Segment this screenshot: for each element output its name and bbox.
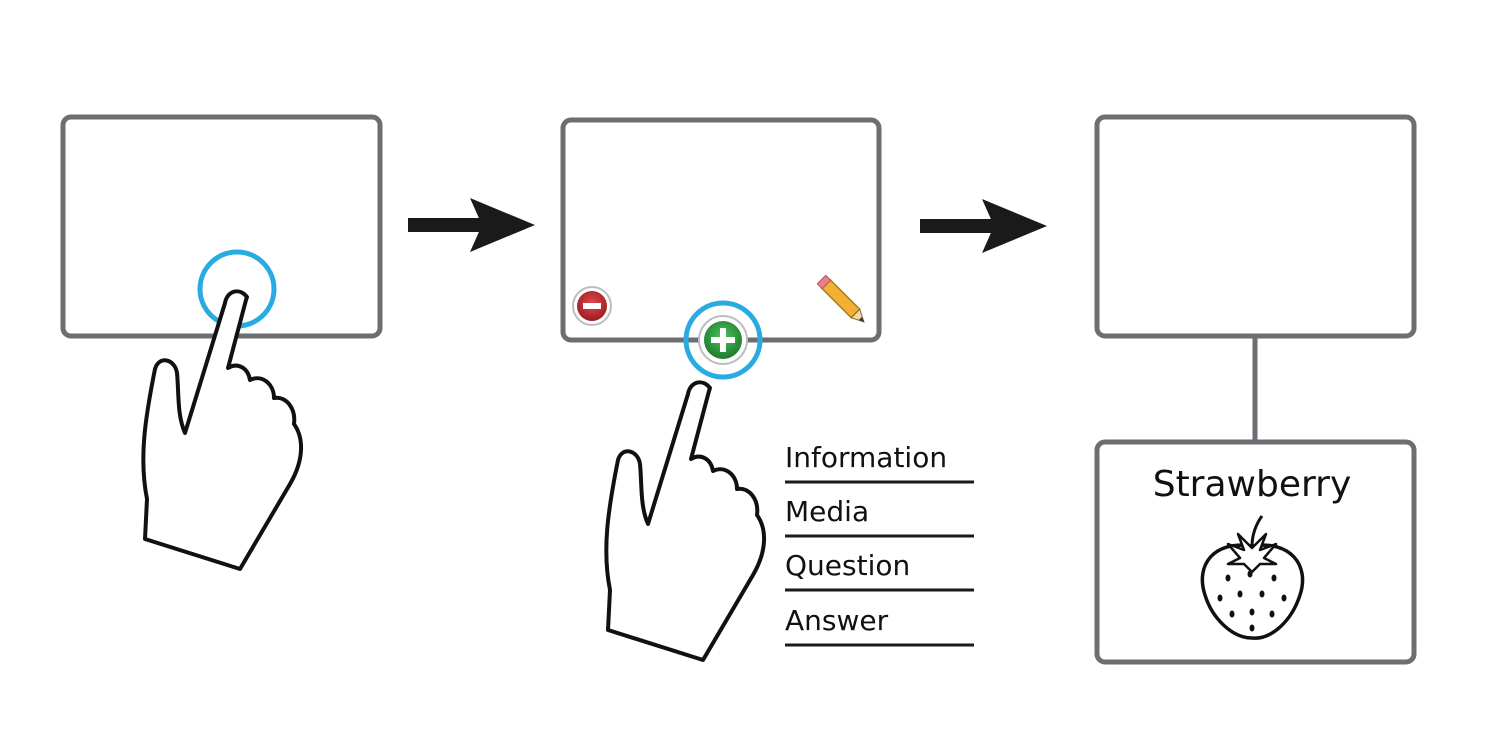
add-icon[interactable] — [698, 315, 748, 365]
child-node-title: Strawberry — [1153, 464, 1352, 505]
svg-text:Media: Media — [785, 495, 869, 528]
tap-hand-icon — [604, 380, 767, 662]
remove-icon[interactable] — [572, 286, 612, 326]
step-2-card-group — [560, 117, 882, 662]
arrow-right-icon — [408, 198, 535, 252]
svg-text:Information: Information — [785, 441, 947, 474]
menu-item-answer[interactable]: Answer — [785, 604, 974, 647]
menu-item-media[interactable]: Media — [785, 495, 974, 538]
step-3-group: Strawberry — [1094, 114, 1417, 665]
svg-text:Question: Question — [785, 549, 910, 582]
menu-item-question[interactable]: Question — [785, 549, 974, 592]
strawberry-icon — [1200, 515, 1305, 640]
add-type-menu: Information Media Question Answer — [785, 441, 974, 647]
arrow-right-icon — [920, 199, 1047, 253]
menu-item-information[interactable]: Information — [785, 441, 974, 484]
step-3-parent-card[interactable] — [1094, 114, 1417, 339]
step-1-card[interactable] — [60, 114, 383, 339]
step-1-card-group — [60, 114, 383, 571]
svg-text:Answer: Answer — [785, 604, 889, 637]
pencil-icon[interactable] — [816, 274, 868, 326]
tap-indicator-ring — [683, 300, 763, 380]
